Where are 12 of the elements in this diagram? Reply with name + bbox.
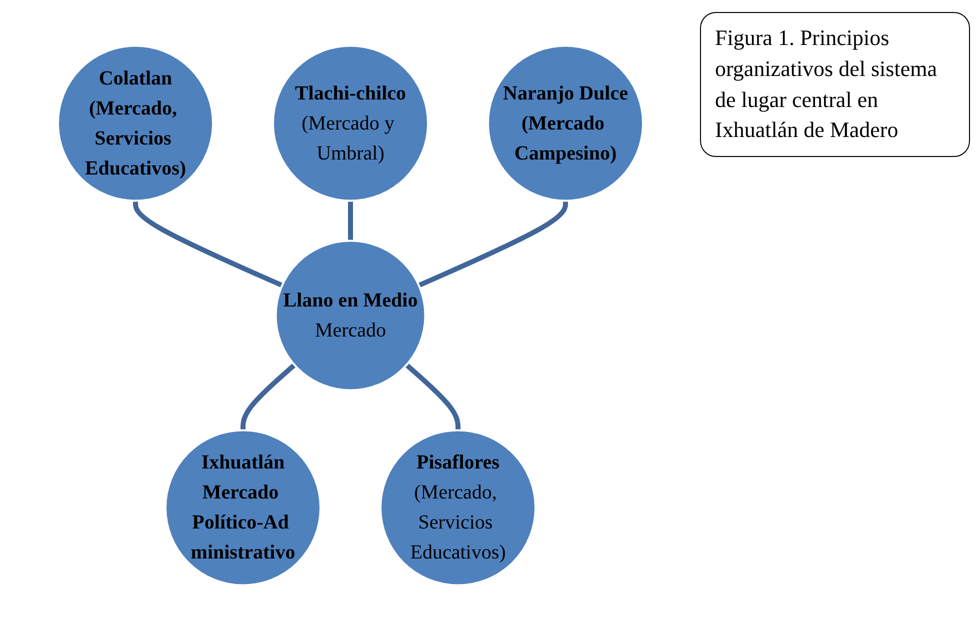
node-circle: Llano en Medio Mercado [274, 240, 426, 392]
connector [132, 200, 283, 288]
title: Figura 1. Principios organizativos del sistema de lugar central en Ixhuatlán de Madero [700, 12, 970, 158]
node-circle: Colatlan (Mercado, Servicios Educativos) [56, 44, 214, 202]
node-circle: Ixhuatlán Mercado Político-Ad ministrativo [164, 429, 321, 586]
node-circle: Naranjo Dulce (Mercado Campesino) [486, 44, 644, 202]
node-circle: Pisaflores (Mercado, Servicios Educativos) [379, 429, 536, 586]
node-circle: Tlachi-chilco (Mercado y Umbral) [272, 44, 428, 202]
connector [240, 363, 296, 430]
connector [348, 200, 352, 241]
connector [404, 363, 460, 430]
connector [417, 200, 568, 288]
